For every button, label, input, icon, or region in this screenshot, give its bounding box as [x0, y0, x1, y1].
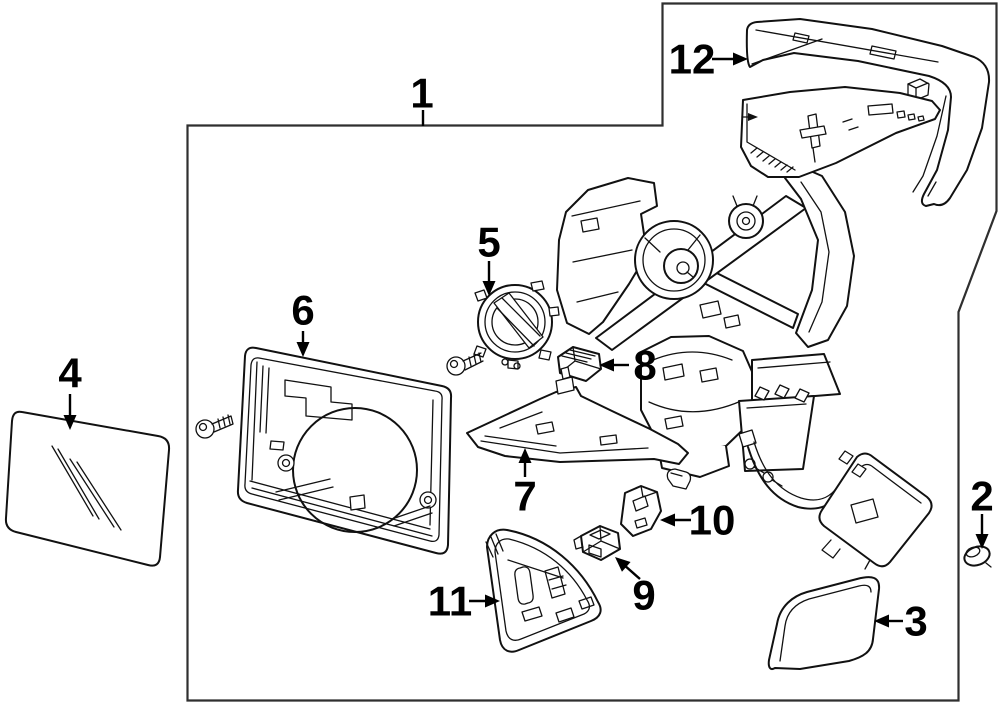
callout-6[interactable]: 6: [291, 287, 315, 358]
part-4-mirror-glass-drawing: [4, 410, 171, 567]
part-5-actuator-motor-drawing: [473, 280, 560, 370]
callout-10-arrowhead-icon: [660, 513, 675, 527]
callout-8-arrowhead-icon: [599, 358, 614, 372]
mirror-power-fold-base-assembly-drawing: [556, 161, 933, 570]
callout-3[interactable]: 3: [874, 598, 928, 645]
callout-2-number-label[interactable]: 2: [970, 473, 993, 520]
part-11-turn-signal-lamp-drawing: [485, 528, 602, 653]
callout-3-arrowhead-icon: [874, 614, 889, 628]
callout-9-leader-line: [624, 565, 641, 580]
callout-9-arrowhead-icon: [615, 557, 631, 572]
callout-7-arrowhead-icon: [518, 448, 532, 463]
callout-1[interactable]: 1: [410, 70, 434, 127]
callout-2-arrowhead-icon: [975, 534, 989, 549]
callout-11-number-label[interactable]: 11: [428, 578, 472, 625]
part-12-mirror-cap-drawing: [740, 18, 991, 207]
part-3-seal-gasket-drawing: [767, 576, 881, 670]
callout-10[interactable]: 10: [660, 497, 735, 544]
screw-icon: [446, 352, 484, 376]
callout-12-number-label[interactable]: 12: [669, 36, 716, 83]
callout-8[interactable]: 8: [599, 342, 657, 389]
callout-5-number-label[interactable]: 5: [477, 219, 500, 266]
callout-3-number-label[interactable]: 3: [904, 598, 927, 645]
callout-7[interactable]: 7: [513, 448, 537, 520]
callout-4-arrowhead-icon: [63, 415, 77, 430]
callout-11[interactable]: 11: [428, 578, 500, 625]
callout-7-number-label[interactable]: 7: [513, 473, 536, 520]
callout-6-number-label[interactable]: 6: [291, 287, 314, 334]
callout-8-number-label[interactable]: 8: [633, 342, 656, 389]
callout-9-number-label[interactable]: 9: [632, 572, 655, 619]
callout-9[interactable]: 9: [615, 557, 656, 619]
callout-10-number-label[interactable]: 10: [689, 497, 736, 544]
screw-icon: [195, 414, 234, 439]
part-6-mirror-frame-drawing: [236, 346, 453, 555]
callout-5[interactable]: 5: [477, 219, 501, 297]
part-9-connector-drawing: [573, 525, 621, 561]
callout-11-arrowhead-icon: [485, 594, 500, 608]
part-2-retainer-nut-drawing: [963, 545, 992, 568]
callout-12[interactable]: 12: [669, 36, 748, 83]
callout-1-number-label[interactable]: 1: [410, 70, 433, 117]
callout-12-arrowhead-icon: [733, 52, 748, 66]
assembly-boundary-outline: [186, 2, 998, 702]
callout-2[interactable]: 2: [970, 473, 994, 550]
callout-6-arrowhead-icon: [296, 342, 310, 357]
part-10-bracket-drawing: [620, 468, 692, 537]
callout-4[interactable]: 4: [58, 350, 82, 431]
callout-5-arrowhead-icon: [482, 281, 496, 296]
callout-4-number-label[interactable]: 4: [58, 350, 82, 397]
